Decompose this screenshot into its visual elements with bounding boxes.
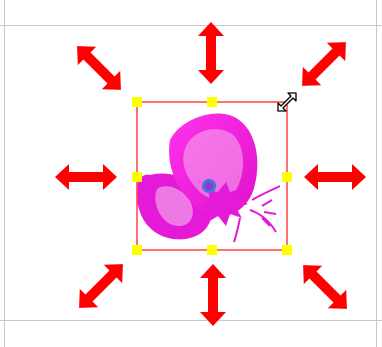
handle-top-center[interactable] — [207, 97, 217, 107]
handle-middle-right[interactable] — [282, 172, 292, 182]
handle-bottom-left[interactable] — [132, 245, 142, 255]
arrow-top-left — [67, 36, 131, 100]
right-guide-line — [376, 0, 377, 347]
arrow-left — [55, 164, 117, 190]
top-guide-line — [0, 25, 382, 26]
arrow-bottom-right — [293, 255, 357, 319]
arrow-bottom-left — [69, 254, 133, 318]
arrow-top — [198, 22, 224, 84]
arrow-top-right — [292, 32, 356, 96]
arrow-bottom — [200, 264, 226, 326]
handle-bottom-center[interactable] — [207, 245, 217, 255]
arrow-right — [304, 164, 366, 190]
diagonal-resize-cursor-icon[interactable] — [277, 92, 297, 112]
handle-top-left[interactable] — [132, 97, 142, 107]
handle-bottom-right[interactable] — [282, 245, 292, 255]
butterfly-icon[interactable] — [136, 113, 281, 243]
bottom-guide-line — [0, 320, 382, 321]
handle-middle-left[interactable] — [132, 172, 142, 182]
left-guide-line — [4, 0, 5, 347]
